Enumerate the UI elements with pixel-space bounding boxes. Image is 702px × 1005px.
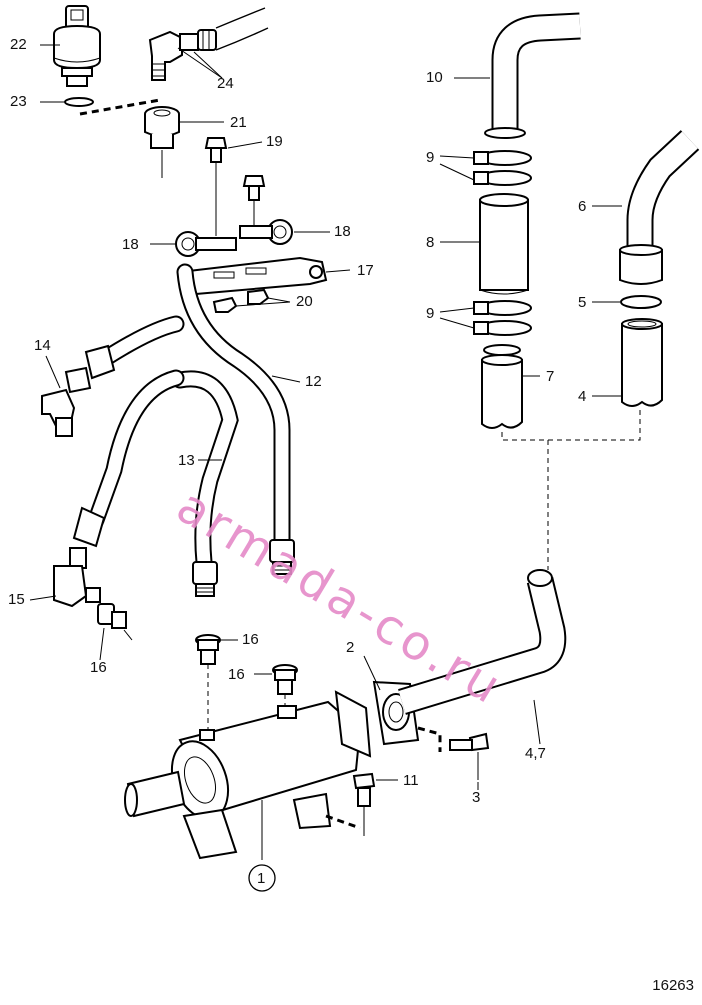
part-9-clamps-lower (473, 300, 532, 336)
callout-18-left: 18 (122, 236, 139, 253)
part-4-7-exhaust-pipe (398, 569, 567, 715)
part-23-washer (64, 97, 94, 107)
callout-24: 24 (217, 75, 234, 92)
callout-12: 12 (305, 373, 322, 390)
part-15-tee (53, 547, 133, 641)
part-18-clips (175, 219, 293, 257)
assembly-line-1-flange (325, 814, 361, 830)
callout-9-lower: 9 (426, 305, 435, 322)
callout-20: 20 (296, 293, 313, 310)
part-12-hose (176, 263, 295, 575)
part-17-bracket (179, 256, 328, 296)
part-21-adapter (144, 106, 180, 178)
callout-1: 1 (257, 870, 266, 887)
callout-16-left: 16 (90, 659, 107, 676)
callout-4-7: 4,7 (525, 745, 546, 762)
callout-11: 11 (403, 772, 419, 789)
callout-21: 21 (230, 114, 247, 131)
drawing-number: 16263 (652, 977, 694, 994)
callout-16-mid: 16 (242, 631, 259, 648)
part-8-sleeve (479, 193, 529, 295)
part-7-pipe-stub (481, 344, 523, 429)
callout-18-right: 18 (334, 223, 351, 240)
part-11-screw (352, 772, 376, 836)
label-1-circle (248, 864, 276, 892)
callout-8: 8 (426, 234, 435, 251)
callout-2: 2 (346, 639, 355, 656)
callout-16-low: 16 (228, 666, 245, 683)
leader-lines (29, 44, 622, 860)
callout-3: 3 (472, 789, 481, 806)
part-5-ring (620, 295, 662, 309)
part-22-pressure-sender (53, 5, 101, 87)
part-14-angle-union (41, 366, 92, 437)
callout-6: 6 (578, 198, 587, 215)
callout-22: 22 (10, 36, 27, 53)
part-16-nipples (195, 634, 298, 730)
assembly-line-22-21 (79, 98, 161, 116)
part-13-hose (72, 369, 239, 597)
callout-14: 14 (34, 337, 51, 354)
part-10-pipe-bend (484, 12, 581, 139)
part-3-screw (449, 732, 490, 780)
part-19-screws (204, 137, 266, 236)
callout-10: 10 (426, 69, 443, 86)
callout-9-upper: 9 (426, 149, 435, 166)
part-1-heat-exchanger (124, 690, 372, 860)
callout-17: 17 (357, 262, 374, 279)
part-24-elbow-connector (148, 7, 269, 81)
assembly-line-2-3 (417, 726, 442, 752)
callout-23: 23 (10, 93, 27, 110)
callout-19: 19 (266, 133, 283, 150)
callout-7: 7 (546, 368, 555, 385)
part-4-pipe-stub (621, 318, 663, 407)
part-6-bend (619, 130, 700, 285)
callout-5: 5 (578, 294, 587, 311)
hose-to-part-14 (84, 315, 185, 380)
callout-13: 13 (178, 452, 195, 469)
part-9-clamps-upper (473, 150, 532, 186)
assembly-line-stubs (501, 410, 641, 570)
callout-4: 4 (578, 388, 587, 405)
callout-15: 15 (8, 591, 25, 608)
part-20-nuts (212, 288, 270, 313)
